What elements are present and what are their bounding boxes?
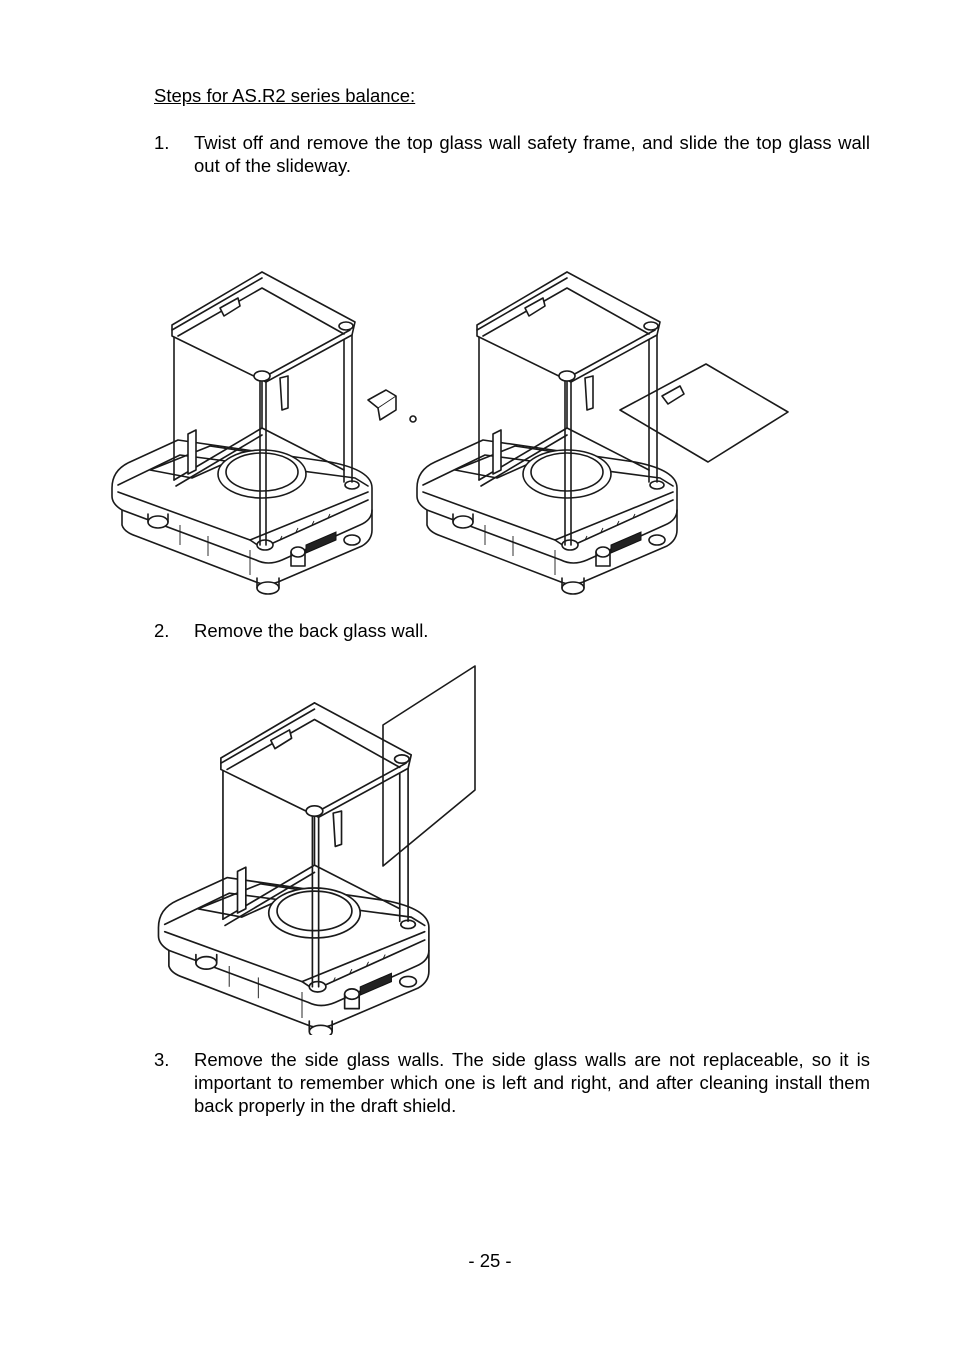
- step-2: 2. Remove the back glass wall.: [154, 619, 870, 642]
- figure-step-2: [157, 665, 476, 1035]
- section-heading: Steps for AS.R2 series balance:: [154, 85, 416, 106]
- balance-illustration-1a: [111, 271, 417, 595]
- step-text: Twist off and remove the top glass wall …: [194, 132, 870, 176]
- top-glass-panel: [619, 363, 789, 463]
- step-text: Remove the side glass walls. The side gl…: [194, 1049, 870, 1116]
- back-glass-panel: [382, 665, 476, 867]
- figure-step-1: [111, 271, 789, 595]
- step-1: 1. Twist off and remove the top glass wa…: [154, 131, 870, 177]
- page-number: - 25 -: [468, 1250, 512, 1271]
- step-text: Remove the back glass wall.: [194, 620, 429, 641]
- step-number: 3.: [154, 1049, 170, 1070]
- step-number: 1.: [154, 132, 170, 153]
- balance-illustration-1b: [416, 271, 789, 595]
- balance-illustration-2: [157, 665, 476, 1035]
- step-3: 3. Remove the side glass walls. The side…: [154, 1048, 870, 1117]
- step-number: 2.: [154, 620, 170, 641]
